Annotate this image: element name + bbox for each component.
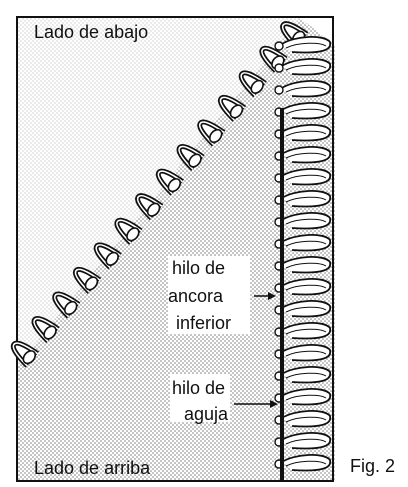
bottom-side-label: Lado de arriba bbox=[34, 458, 151, 478]
lower-looper-thread-label-1: hilo de bbox=[172, 258, 225, 278]
lower-looper-thread-label-2: ancora bbox=[168, 286, 224, 306]
needle-thread-label-2: aguja bbox=[184, 404, 229, 424]
top-side-label: Lado de abajo bbox=[34, 22, 148, 42]
figure-caption: Fig. 2 bbox=[350, 456, 395, 476]
needle-thread-label-1: hilo de bbox=[172, 378, 225, 398]
lower-looper-thread-label-3: inferior bbox=[176, 313, 231, 333]
